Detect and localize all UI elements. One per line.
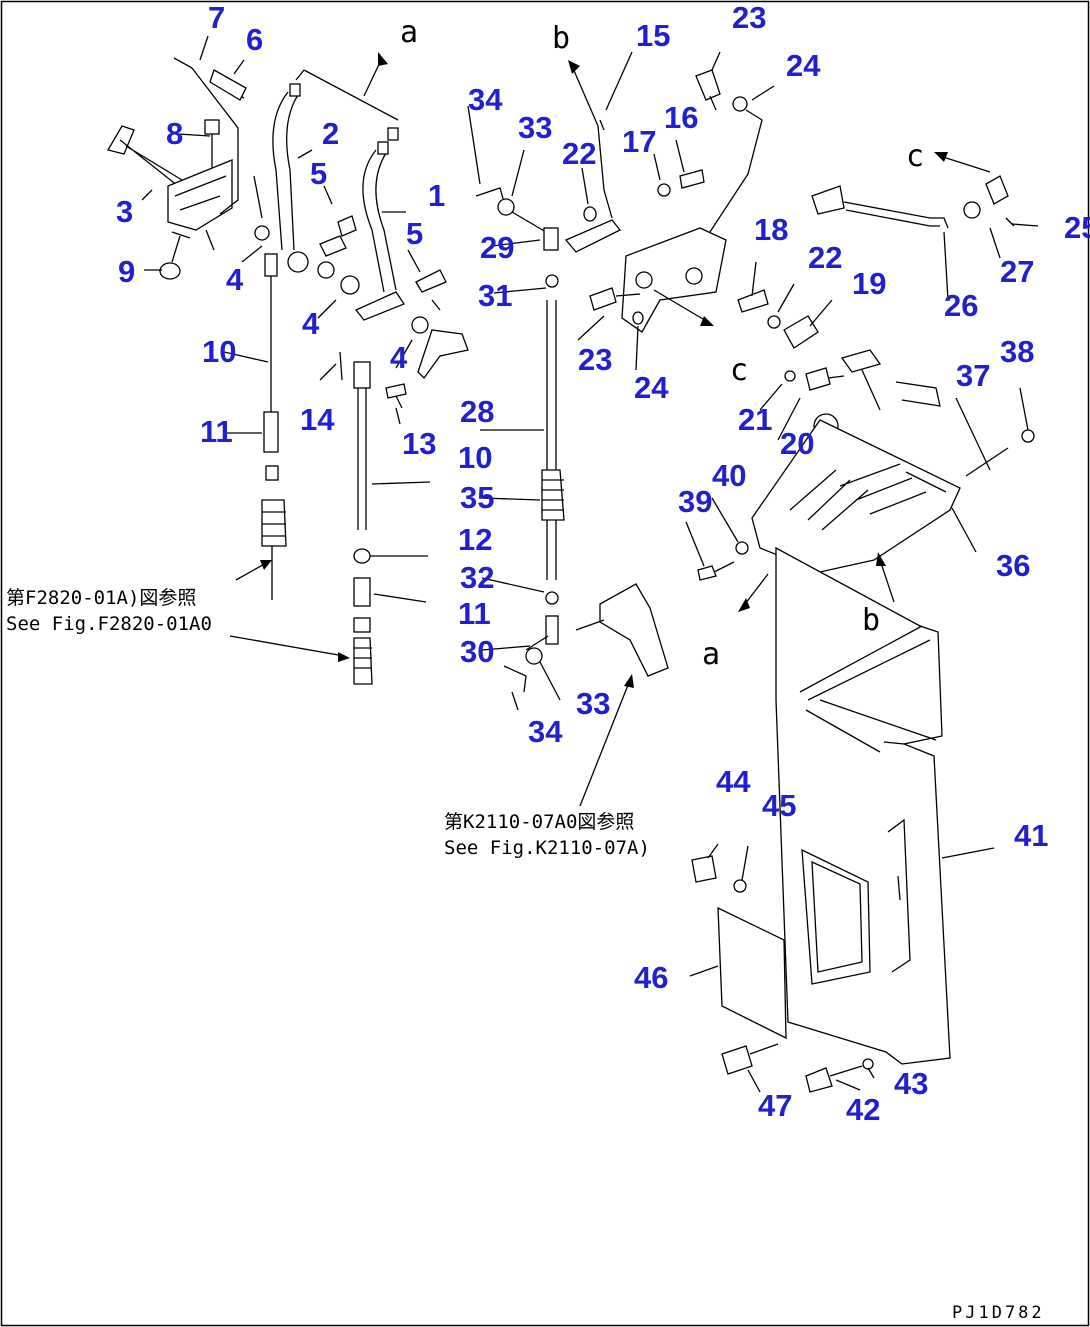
part-number-label: 9 (118, 254, 135, 289)
part-number-label: 37 (956, 358, 990, 393)
leader-lines (141, 35, 1039, 1093)
part-number-label: 22 (562, 136, 596, 171)
part-number-label: 10 (202, 334, 236, 369)
part-number-label: 46 (634, 960, 668, 995)
connection-letter-b: b (862, 603, 880, 638)
part-number-label: 8 (166, 116, 183, 151)
part-number-label: 23 (732, 0, 766, 35)
part-number-label: 24 (786, 48, 821, 83)
reference-note-k2110-jp: 第K2110-07A0図参照 (444, 811, 634, 833)
part-number-label: 7 (208, 0, 225, 35)
part-number-label: 4 (390, 340, 408, 375)
part-number-label: 19 (852, 266, 886, 301)
part-number-label: 32 (460, 560, 494, 595)
part-number-label: 34 (468, 82, 503, 117)
connection-letter-a: a (702, 637, 720, 672)
part-number-label: 45 (762, 788, 796, 823)
connection-letter-a: a (400, 15, 418, 50)
part-number-label: 22 (808, 240, 842, 275)
part-number-label: 25 (1064, 210, 1090, 245)
part-number-label: 23 (578, 342, 612, 377)
part-number-label: 27 (1000, 254, 1034, 289)
part-number-label: 33 (518, 110, 552, 145)
part-number-label: 33 (576, 686, 610, 721)
part-number-label: 28 (460, 394, 494, 429)
part-number-label: 17 (622, 124, 656, 159)
part-number-label: 14 (300, 402, 335, 437)
reference-note-k2110-en: See Fig.K2110-07A) (444, 837, 650, 859)
part-number-label: 39 (678, 484, 712, 519)
part-number-label: 3 (116, 194, 133, 229)
part-number-labels: 1 2 3 4 4 4 5 5 6 7 8 9 10 10 11 11 12 1… (116, 0, 1090, 1127)
part-number-label: 31 (478, 278, 512, 313)
reference-notes: 第F2820-01A)図参照 See Fig.F2820-01A0 第K2110… (6, 587, 650, 859)
part-number-label: 47 (758, 1088, 792, 1123)
part-number-label: 42 (846, 1092, 880, 1127)
part-number-label: 4 (226, 262, 244, 297)
part-number-label: 16 (664, 100, 698, 135)
part-number-label: 36 (996, 548, 1030, 583)
connection-letter-c: c (730, 353, 748, 388)
part-number-label: 44 (716, 764, 751, 799)
reference-note-f2820-jp: 第F2820-01A)図参照 (6, 587, 196, 609)
drawing-code: PJ1D782 (952, 1303, 1045, 1323)
part-number-label: 26 (944, 288, 978, 323)
part-number-label: 5 (310, 156, 327, 191)
part-number-label: 40 (712, 458, 746, 493)
part-number-label: 11 (200, 414, 233, 449)
left-bracket-assembly (107, 57, 469, 685)
part-number-label: 29 (480, 230, 514, 265)
connection-letter-c: c (906, 139, 924, 174)
part-number-label: 1 (428, 178, 445, 213)
part-number-label: 4 (302, 306, 320, 341)
part-number-label: 38 (1000, 334, 1034, 369)
part-number-label: 35 (460, 480, 494, 515)
part-number-label: 12 (458, 522, 492, 557)
connection-letters: a a b b c c (400, 15, 924, 672)
part-number-label: 18 (754, 212, 788, 247)
part-number-label: 21 (738, 402, 772, 437)
reference-note-f2820-en: See Fig.F2820-01A0 (6, 613, 212, 635)
part-number-label: 2 (322, 116, 339, 151)
part-number-label: 6 (246, 22, 263, 57)
part-number-label: 43 (894, 1066, 928, 1101)
part-number-label: 15 (636, 18, 670, 53)
part-number-label: 11 (458, 596, 491, 631)
right-cover-assembly (691, 175, 1035, 1093)
part-number-label: 41 (1014, 818, 1048, 853)
part-number-label: 10 (458, 440, 492, 475)
center-rod-assembly (475, 69, 781, 693)
part-number-label: 20 (780, 426, 814, 461)
part-number-label: 30 (460, 634, 494, 669)
connection-letter-b: b (552, 21, 570, 56)
part-number-label: 24 (634, 370, 669, 405)
part-number-label: 34 (528, 714, 563, 749)
part-number-label: 13 (402, 426, 436, 461)
part-number-label: 5 (406, 216, 423, 251)
